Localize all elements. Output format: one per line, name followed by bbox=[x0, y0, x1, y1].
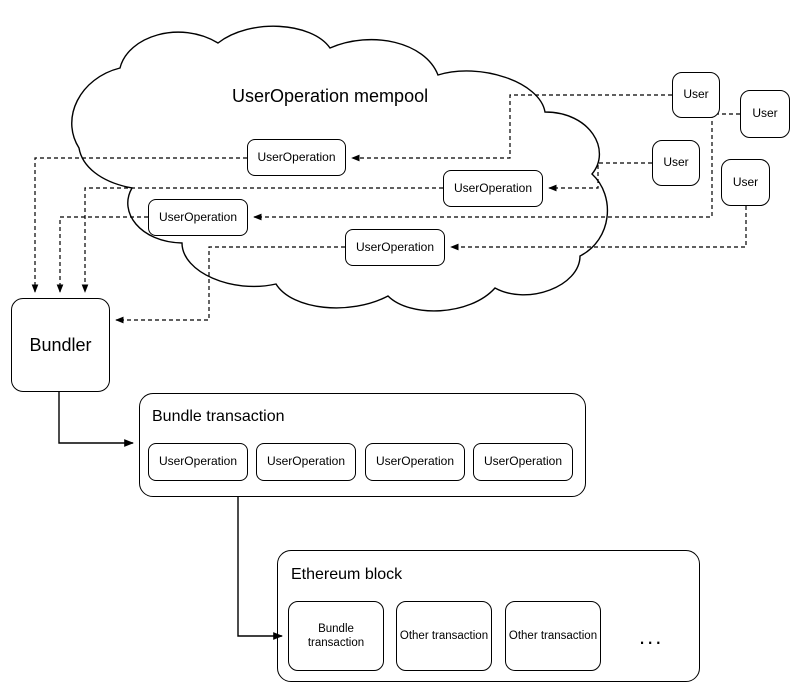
mempool-userop-4[interactable]: UserOperation bbox=[345, 229, 445, 266]
bundler-node[interactable]: Bundler bbox=[11, 298, 110, 392]
bundle-userop-2-label: UserOperation bbox=[266, 454, 346, 469]
wire-user4-to-userop4 bbox=[450, 206, 747, 251]
mempool-userop-2[interactable]: UserOperation bbox=[443, 170, 543, 207]
ethereum-tx-1-label: Bundle transaction bbox=[307, 622, 365, 649]
ethereum-block-container[interactable] bbox=[277, 550, 700, 682]
wire-userop4-to-bundler bbox=[115, 246, 345, 324]
bundle-userop-2[interactable]: UserOperation bbox=[256, 443, 356, 481]
ethereum-tx-2[interactable]: Other transaction bbox=[396, 601, 492, 671]
user-node-1-label: User bbox=[683, 87, 709, 102]
mempool-userop-3-label: UserOperation bbox=[158, 209, 238, 224]
mempool-title: UserOperation mempool bbox=[232, 86, 429, 106]
ethereum-tx-1[interactable]: Bundle transaction bbox=[288, 601, 384, 671]
ethereum-tx-2-label: Other transaction bbox=[399, 629, 489, 642]
wire-bundler-to-bundle-transaction bbox=[58, 392, 134, 447]
bundle-userop-3-label: UserOperation bbox=[375, 454, 455, 469]
bundle-userop-1-label: UserOperation bbox=[158, 454, 238, 469]
user-node-3[interactable]: User bbox=[652, 140, 700, 186]
bundle-userop-4-label: UserOperation bbox=[483, 454, 563, 469]
wire-bundle-transaction-to-ethereum-block bbox=[237, 497, 283, 640]
mempool-userop-3[interactable]: UserOperation bbox=[148, 199, 248, 236]
ethereum-tx-3-label: Other transaction bbox=[508, 629, 598, 642]
mempool-userop-1[interactable]: UserOperation bbox=[247, 139, 346, 176]
user-node-2[interactable]: User bbox=[740, 90, 790, 138]
mempool-userop-2-label: UserOperation bbox=[453, 180, 533, 195]
wire-userop3-to-bundler bbox=[56, 216, 148, 293]
user-node-4-label: User bbox=[732, 174, 759, 189]
mempool-userop-1-label: UserOperation bbox=[257, 149, 336, 164]
mempool-userop-4-label: UserOperation bbox=[355, 239, 435, 254]
bundle-transaction-title: Bundle transaction bbox=[152, 408, 285, 425]
bundle-userop-3[interactable]: UserOperation bbox=[365, 443, 465, 481]
bundle-userop-1[interactable]: UserOperation bbox=[148, 443, 248, 481]
user-node-4[interactable]: User bbox=[721, 159, 770, 206]
bundler-label: Bundler bbox=[29, 334, 92, 355]
wire-user3-to-userop2 bbox=[548, 162, 652, 192]
ethereum-block-title: Ethereum block bbox=[291, 566, 403, 583]
user-node-2-label: User bbox=[752, 106, 778, 121]
ethereum-more-transactions-indicator: ... bbox=[639, 624, 664, 649]
ethereum-tx-3[interactable]: Other transaction bbox=[505, 601, 601, 671]
bundle-transaction-container[interactable] bbox=[139, 393, 586, 497]
user-node-1[interactable]: User bbox=[672, 72, 720, 118]
user-node-3-label: User bbox=[663, 155, 689, 170]
bundle-userop-4[interactable]: UserOperation bbox=[473, 443, 573, 481]
